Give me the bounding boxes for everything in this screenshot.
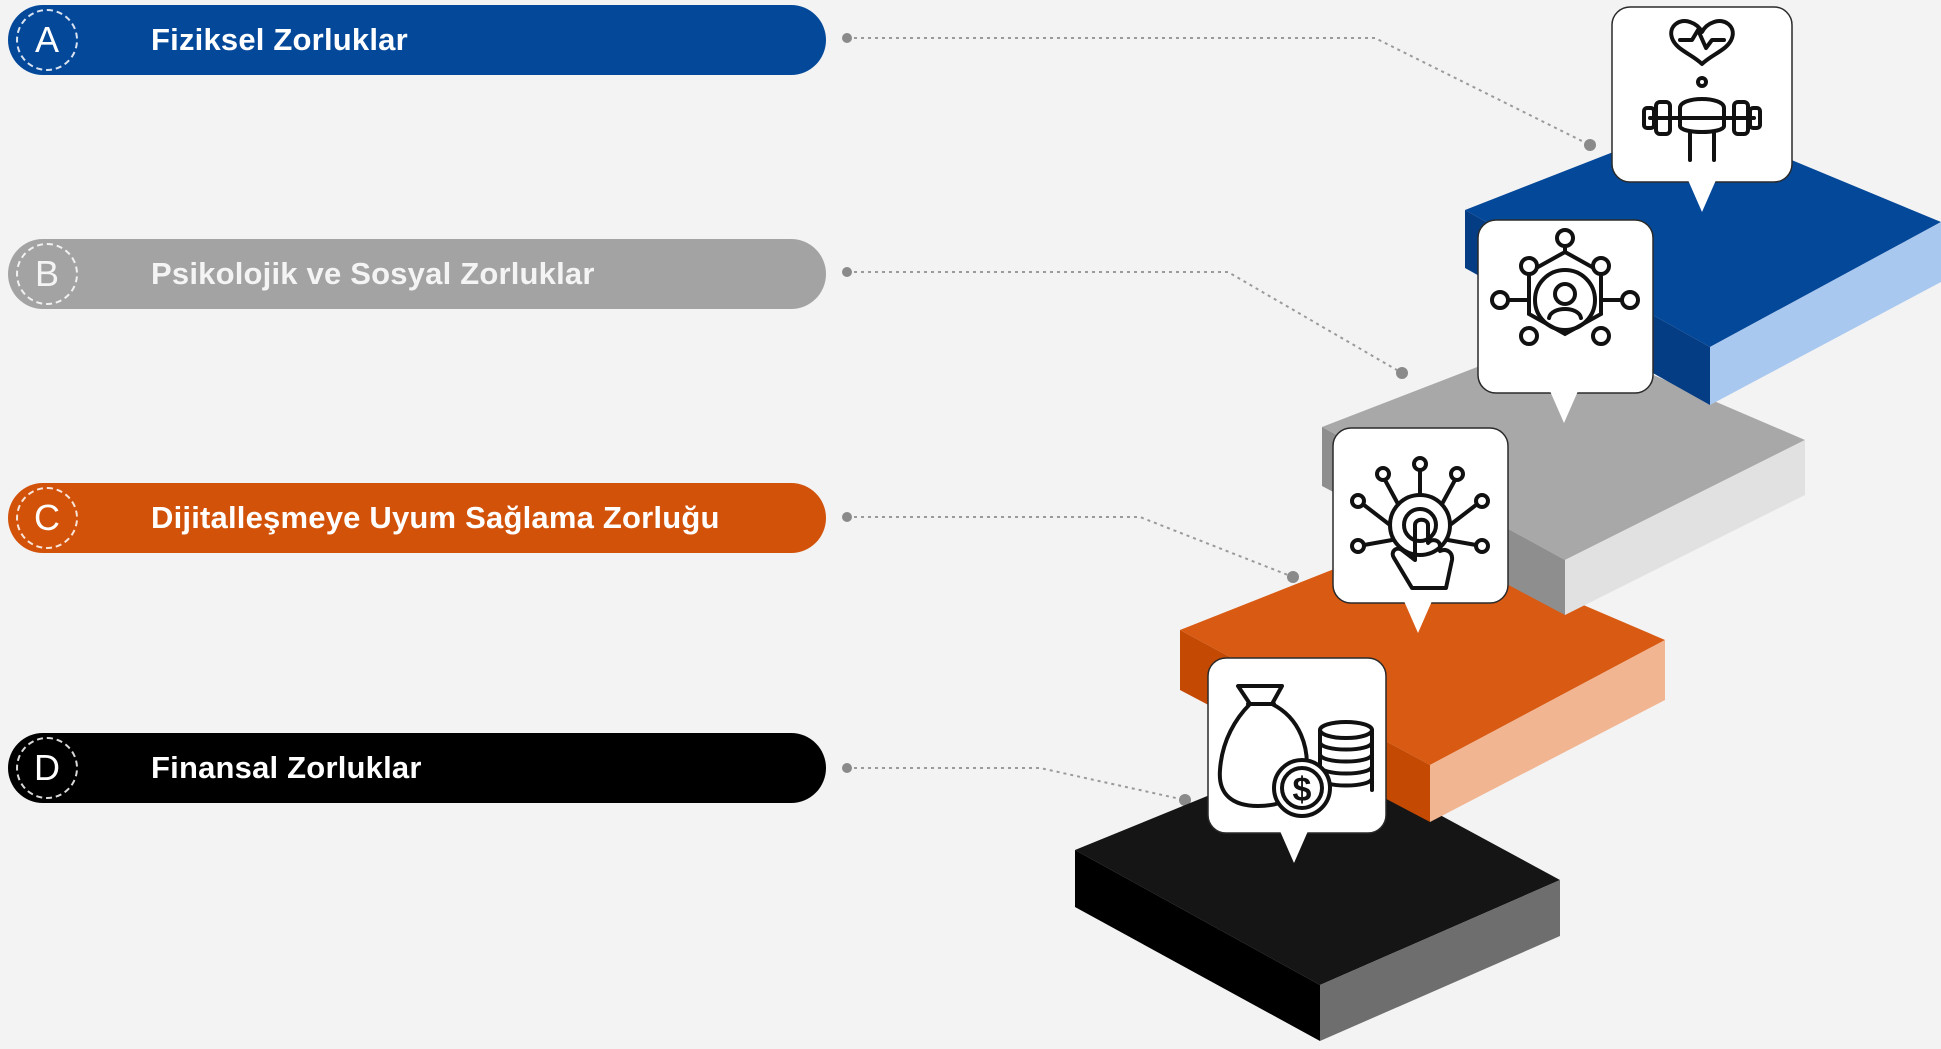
callout-a <box>1611 6 1793 212</box>
social-network-icon <box>1490 228 1640 346</box>
connector-d <box>847 767 1186 801</box>
connector-dots <box>842 33 1596 806</box>
step-d-label: Finansal Zorluklar <box>151 750 422 785</box>
slab-d <box>1075 750 1560 1041</box>
step-a-label: Fiziksel Zorluklar <box>151 22 408 57</box>
digital-touch-icon <box>1350 456 1490 590</box>
callout-c <box>1332 427 1509 633</box>
step-b-pill: B Psikolojik ve Sosyal Zorluklar <box>8 239 826 309</box>
callout-b <box>1477 219 1654 423</box>
step-a-pill: A Fiziksel Zorluklar <box>8 5 826 75</box>
step-b-letter-badge: B <box>16 243 78 305</box>
fitness-icon <box>1642 19 1762 162</box>
step-c-pill: C Dijitalleşmeye Uyum Sağlama Zorluğu <box>8 483 826 553</box>
step-c-letter-badge: C <box>16 487 78 549</box>
connector-c <box>847 516 1294 578</box>
step-d-letter-badge: D <box>16 737 78 799</box>
step-b-label: Psikolojik ve Sosyal Zorluklar <box>151 256 595 291</box>
step-d-pill: D Finansal Zorluklar <box>8 733 826 803</box>
connector-b <box>847 271 1403 374</box>
money-dollar-sign: $ <box>1293 771 1312 809</box>
connector-a <box>847 37 1591 146</box>
callout-d: $ <box>1207 657 1387 863</box>
step-c-label: Dijitalleşmeye Uyum Sağlama Zorluğu <box>151 500 720 535</box>
money-bag-icon <box>1217 684 1374 818</box>
connector-lines <box>847 37 1591 801</box>
step-a-letter-badge: A <box>16 9 78 71</box>
